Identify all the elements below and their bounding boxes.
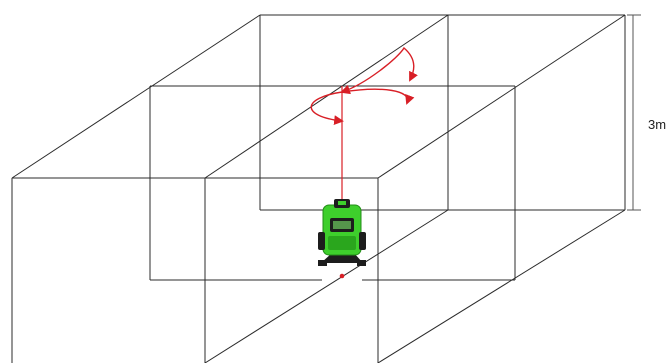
height-dimension xyxy=(627,14,641,211)
height-label: 3m xyxy=(648,117,666,132)
laser-level-icon xyxy=(318,199,366,279)
room-wireframe xyxy=(11,14,626,363)
rotation-arrow-icon xyxy=(310,46,418,125)
